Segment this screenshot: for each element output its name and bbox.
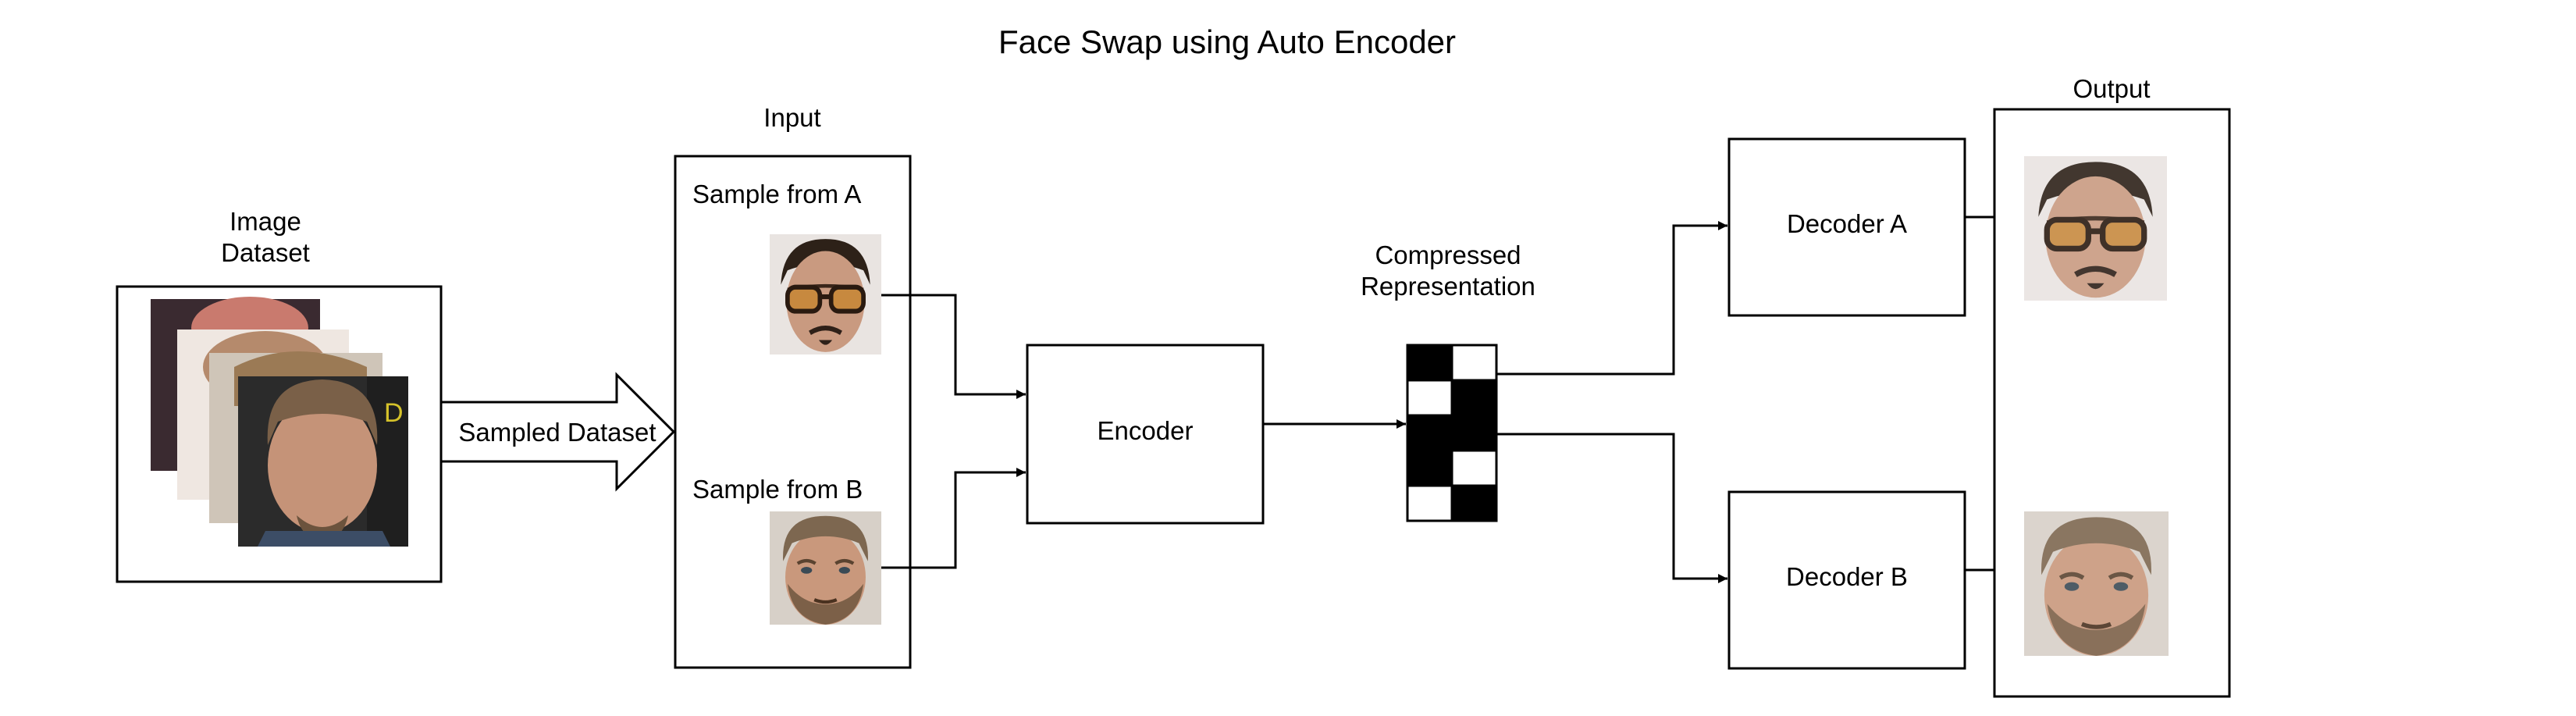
output-face-b-image: [2024, 511, 2169, 656]
arrow-representation-to-decoder-b: [1496, 433, 1727, 583]
decoder-a-box: [1727, 137, 1966, 317]
dataset-image-stack: D: [151, 297, 408, 547]
sample-b-face-image: [770, 511, 881, 625]
sampled-dataset-label: Sampled Dataset: [458, 418, 656, 447]
latent-cell: [1450, 449, 1498, 487]
diagram-title: Face Swap using Auto Encoder: [998, 23, 1456, 60]
decoder-a-label: Decoder A: [1787, 209, 1907, 238]
image-dataset-label-line2: Dataset: [221, 238, 310, 267]
arrow-sample-a-to-encoder: [881, 294, 1026, 399]
latent-cell: [1406, 414, 1453, 452]
output-label: Output: [2073, 74, 2150, 103]
sample-a-face-image: [770, 234, 881, 354]
output-face-a-image: [2024, 156, 2167, 301]
latent-cell: [1406, 379, 1453, 417]
latent-cell: [1450, 484, 1498, 522]
encoder-box: [1026, 344, 1265, 525]
latent-cell: [1406, 484, 1453, 522]
image-dataset-label-line1: Image: [229, 207, 301, 236]
decoder-b-label: Decoder B: [1786, 562, 1908, 591]
dataset-photo-front-face: D: [238, 376, 408, 547]
compressed-representation-grid: [1406, 344, 1498, 522]
sampled-dataset-arrow: [439, 372, 676, 492]
latent-cell: [1406, 449, 1453, 487]
arrow-sample-b-to-encoder: [881, 468, 1026, 569]
latent-cell: [1450, 414, 1498, 452]
sample-b-label: Sample from B: [692, 475, 863, 504]
encoder-label: Encoder: [1098, 416, 1194, 445]
latent-cell: [1450, 344, 1498, 382]
input-label: Input: [763, 103, 820, 132]
compressed-label-line2: Representation: [1361, 272, 1535, 301]
latent-cell: [1450, 379, 1498, 417]
decoder-b-box: [1727, 490, 1966, 670]
svg-text:D: D: [384, 398, 404, 428]
compressed-label-line1: Compressed: [1375, 240, 1521, 269]
sample-a-label: Sample from A: [692, 180, 861, 208]
latent-cell: [1406, 344, 1453, 382]
arrow-representation-to-decoder-a: [1496, 221, 1727, 376]
